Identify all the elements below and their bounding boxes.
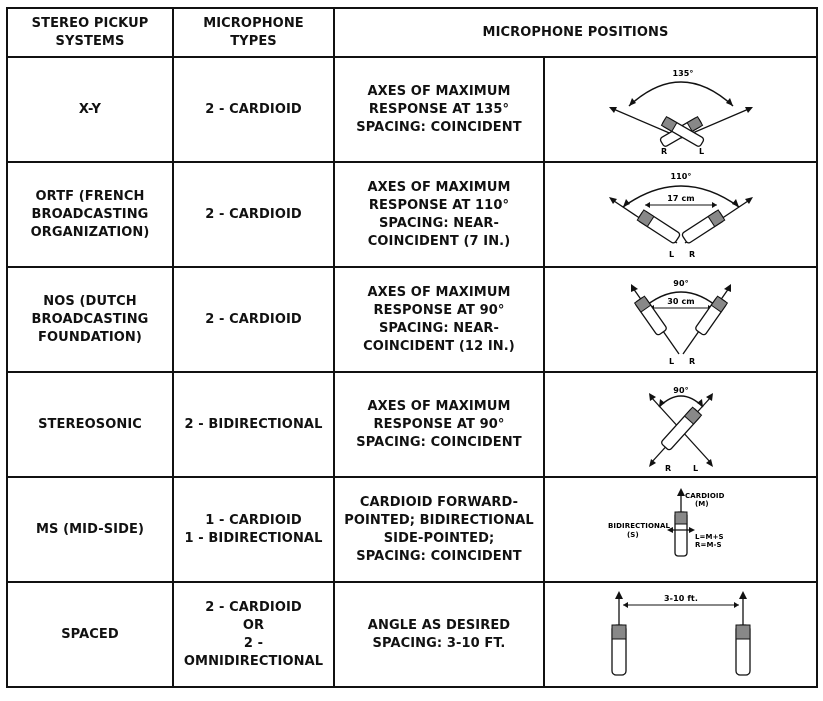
system-cell: SPACED	[6, 581, 174, 688]
angle-label: 110°	[670, 172, 691, 181]
table-row: X-Y 2 - CARDIOID AXES OF MAXIMUM RESPONS…	[6, 56, 818, 163]
left-label: R	[661, 147, 667, 156]
header-systems: STEREO PICKUP SYSTEMS	[6, 7, 174, 58]
right-label: R	[689, 250, 695, 259]
right-label: R	[689, 357, 695, 366]
table-row: MS (MID-SIDE) 1 - CARDIOID 1 - BIDIRECTI…	[6, 476, 818, 583]
ortf-diagram: 110° 17 cm L R	[608, 172, 753, 259]
types-cell: 2 - CARDIOID	[172, 56, 335, 163]
nos-diagram: 90° 30 cm L R	[630, 279, 731, 366]
header-types: MICROPHONE TYPES	[172, 7, 335, 58]
diagram-cell: 135° R L	[543, 56, 818, 163]
left-label: L	[669, 357, 674, 366]
position-cell: AXES OF MAXIMUM RESPONSE AT 135° SPACING…	[333, 56, 545, 163]
diagram-cell: 90° R L	[543, 371, 818, 478]
diagram-cell: CARDIOID (M) BIDIRECTIONAL (S) L=M+S R=M…	[543, 476, 818, 583]
header-row: STEREO PICKUP SYSTEMS MICROPHONE TYPES M…	[6, 7, 818, 58]
system-cell: STEREOSONIC	[6, 371, 174, 478]
position-cell: CARDIOID FORWARD- POINTED; BIDIRECTIONAL…	[333, 476, 545, 583]
position-cell: AXES OF MAXIMUM RESPONSE AT 110° SPACING…	[333, 161, 545, 268]
diagram-cell: 110° 17 cm L R	[543, 161, 818, 268]
angle-label: 135°	[672, 69, 693, 78]
spaced-diagram: 3-10 ft.	[610, 590, 751, 676]
stereosonic-diagram: 90° R L	[648, 386, 713, 471]
spacing-label: 17 cm	[667, 194, 695, 203]
bidirectional-sub-label: (S)	[627, 531, 639, 539]
types-cell: 2 - BIDIRECTIONAL	[172, 371, 335, 478]
position-cell: AXES OF MAXIMUM RESPONSE AT 90° SPACING:…	[333, 371, 545, 478]
types-cell: 2 - CARDIOID	[172, 161, 335, 268]
table-row: NOS (DUTCH BROADCASTING FOUNDATION) 2 - …	[6, 266, 818, 373]
types-cell: 1 - CARDIOID 1 - BIDIRECTIONAL	[172, 476, 335, 583]
table-row: STEREOSONIC 2 - BIDIRECTIONAL AXES OF MA…	[6, 371, 818, 478]
types-cell: 2 - CARDIOID OR 2 - OMNIDIRECTIONAL	[172, 581, 335, 688]
spacing-label: 30 cm	[667, 297, 695, 306]
system-cell: X-Y	[6, 56, 174, 163]
cardioid-label: CARDIOID	[685, 492, 725, 500]
header-positions: MICROPHONE POSITIONS	[333, 7, 818, 58]
left-label: L	[669, 250, 674, 259]
diagram-cell: 3-10 ft.	[543, 581, 818, 688]
left-label: R	[665, 464, 671, 471]
position-cell: AXES OF MAXIMUM RESPONSE AT 90° SPACING:…	[333, 266, 545, 373]
table-row: ORTF (FRENCH BROADCASTING ORGANIZATION) …	[6, 161, 818, 268]
equation-right: R=M-S	[695, 541, 722, 549]
system-cell: MS (MID-SIDE)	[6, 476, 174, 583]
stereo-pickup-table: STEREO PICKUP SYSTEMS MICROPHONE TYPES M…	[6, 7, 818, 688]
types-cell: 2 - CARDIOID	[172, 266, 335, 373]
angle-label: 90°	[673, 386, 688, 395]
right-label: L	[693, 464, 698, 471]
diagram-cell: 90° 30 cm L R	[543, 266, 818, 373]
ms-diagram: CARDIOID (M) BIDIRECTIONAL (S) L=M+S R=M…	[608, 487, 725, 557]
angle-label: 90°	[673, 279, 688, 288]
bidirectional-label: BIDIRECTIONAL	[608, 522, 670, 530]
position-cell: ANGLE AS DESIRED SPACING: 3-10 FT.	[333, 581, 545, 688]
equation-left: L=M+S	[695, 533, 724, 541]
table-row: SPACED 2 - CARDIOID OR 2 - OMNIDIRECTION…	[6, 581, 818, 688]
spacing-label: 3-10 ft.	[664, 594, 698, 603]
system-cell: NOS (DUTCH BROADCASTING FOUNDATION)	[6, 266, 174, 373]
xy-cardioid-diagram: 135° R L	[608, 69, 753, 156]
system-cell: ORTF (FRENCH BROADCASTING ORGANIZATION)	[6, 161, 174, 268]
cardioid-sub-label: (M)	[695, 500, 709, 508]
right-label: L	[699, 147, 704, 156]
